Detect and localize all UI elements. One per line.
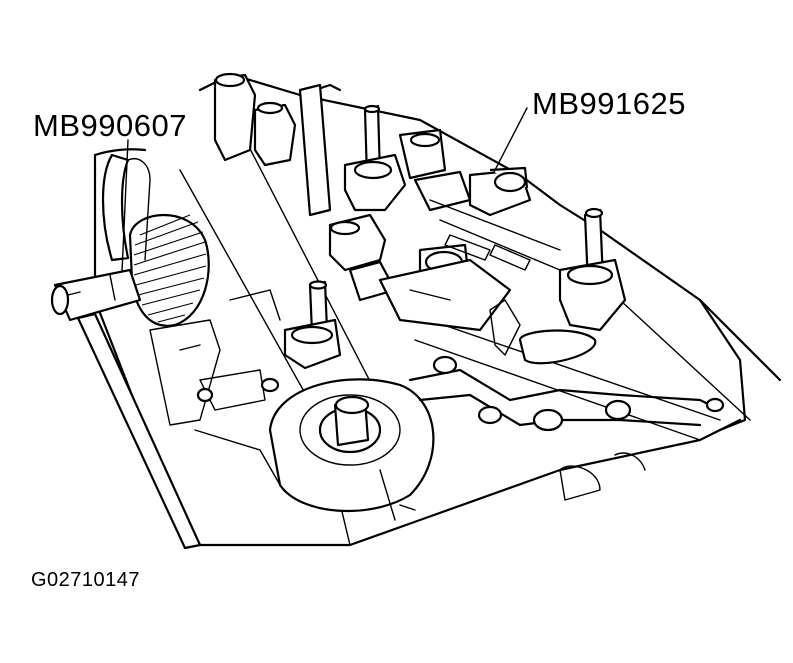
mb990607-wrench <box>50 153 202 550</box>
front-cover-boss <box>268 378 435 513</box>
mb991625-pins <box>343 104 627 332</box>
camshaft-sprocket <box>128 214 210 327</box>
rocker-area <box>378 199 597 365</box>
camshaft-caps <box>213 72 472 307</box>
tool-label-mb991625: MB991625 <box>532 86 686 121</box>
small-pin <box>283 280 342 370</box>
lower-left-housing <box>149 289 281 486</box>
figure-id: G02710147 <box>31 569 141 591</box>
tool-label-mb990607: MB990607 <box>33 108 187 143</box>
flange-bolts <box>379 355 725 521</box>
leader-lines <box>121 107 528 273</box>
